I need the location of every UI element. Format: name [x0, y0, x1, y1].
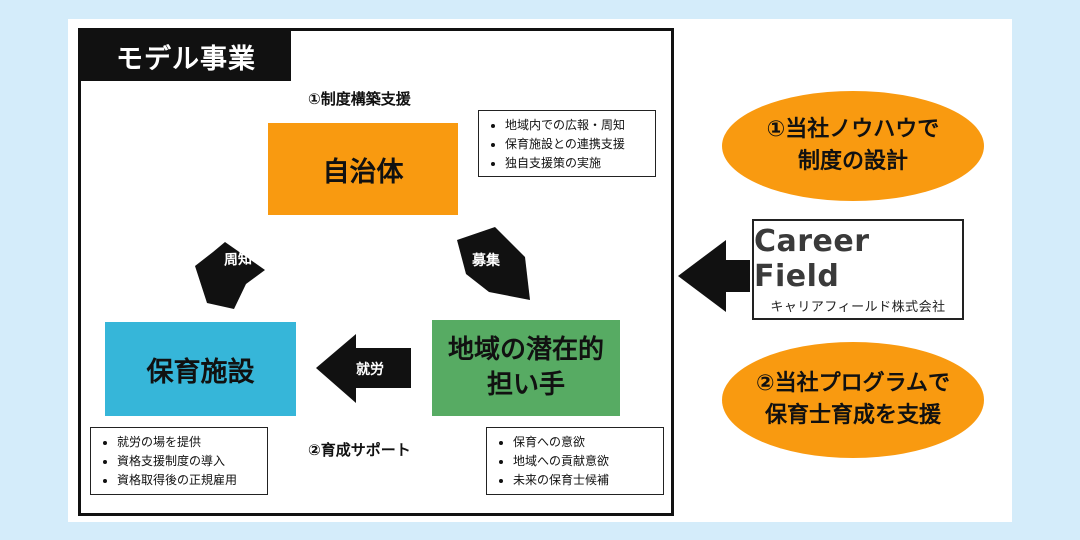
- logo-wordmark: Career Field: [754, 224, 870, 294]
- program-line2: 保育士育成を支援: [764, 403, 941, 428]
- list-item: 地域内での広報・周知: [505, 116, 649, 135]
- list-item: 資格取得後の正規雇用: [117, 471, 261, 490]
- career-field-logo: Career Field キャリアフィールド株式会社: [752, 219, 964, 320]
- facility-note: 就労の場を提供 資格支援制度の導入 資格取得後の正規雇用: [90, 427, 268, 495]
- government-block: 自治体: [268, 123, 458, 215]
- childcare-facility-block: 保育施設: [105, 322, 296, 416]
- know-how-line2: 制度の設計: [797, 149, 908, 174]
- caption-system-support: ①制度構築支援: [308, 90, 411, 108]
- program-line1: ②当社プログラムで: [756, 371, 950, 397]
- local-workforce-label-line2: 担い手: [486, 370, 565, 400]
- model-title: モデル事業: [81, 31, 291, 81]
- list-item: 資格支援制度の導入: [117, 452, 261, 471]
- caption-training-support: ②育成サポート: [308, 441, 411, 459]
- list-item: 保育への意欲: [513, 433, 657, 452]
- government-label: 自治体: [322, 156, 404, 188]
- childcare-facility-label: 保育施設: [146, 356, 255, 388]
- logo-company-name: キャリアフィールド株式会社: [770, 300, 946, 315]
- local-note: 保育への意欲 地域への貢献意欲 未来の保育士候補: [486, 427, 664, 495]
- career-field-arrow: [678, 240, 750, 312]
- list-item: 地域への貢献意欲: [513, 452, 657, 471]
- recruit-arrow: [457, 227, 530, 300]
- list-item: 独自支援策の実施: [505, 154, 649, 173]
- local-workforce-label-line1: 地域の潜在的: [447, 334, 604, 365]
- know-how-oval: ①当社ノウハウで 制度の設計: [722, 91, 984, 201]
- know-how-line1: ①当社ノウハウで: [766, 117, 940, 143]
- local-workforce-block: 地域の潜在的 担い手: [432, 320, 620, 416]
- employment-arrow: [316, 334, 411, 403]
- employment-label: 就労: [356, 362, 384, 378]
- recruit-label: 募集: [472, 253, 500, 269]
- government-note: 地域内での広報・周知 保育施設との連携支援 独自支援策の実施: [478, 110, 656, 177]
- list-item: 就労の場を提供: [117, 433, 261, 452]
- list-item: 未来の保育士候補: [513, 471, 657, 490]
- program-oval: ②当社プログラムで 保育士育成を支援: [722, 342, 984, 458]
- notify-arrow: [195, 242, 265, 309]
- list-item: 保育施設との連携支援: [505, 135, 649, 154]
- notify-label: 周知: [223, 251, 253, 269]
